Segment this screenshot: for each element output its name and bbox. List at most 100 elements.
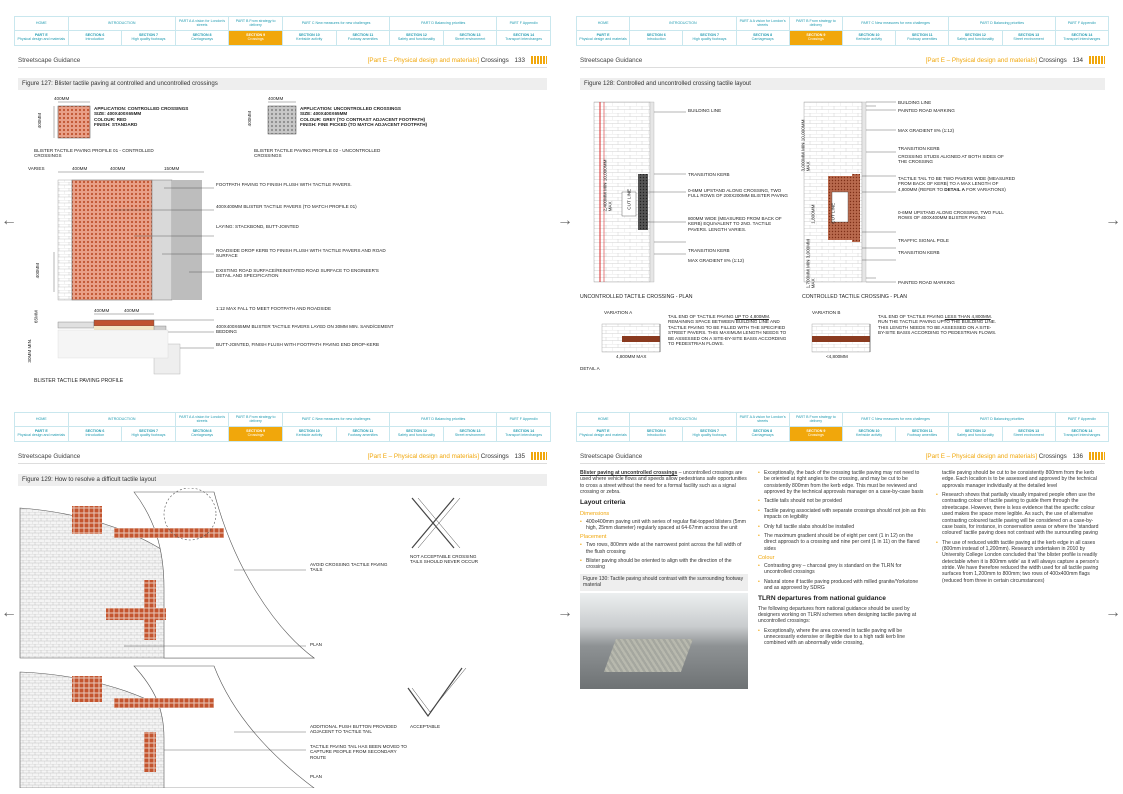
nav-home[interactable]: HOME: [14, 412, 69, 427]
nav-part-a[interactable]: PART A A vision for London's streets: [174, 16, 230, 31]
variation-b-text: TAIL END OF TACTILE PAVING LESS THAN 4,8…: [878, 314, 997, 336]
nav-part-f[interactable]: PART F Appendix: [496, 16, 551, 31]
text-column-1: Blister paving at uncontrolled crossings…: [580, 470, 748, 689]
variation-b-tail: [812, 336, 870, 342]
section-label: Crossings: [480, 453, 509, 460]
nav-part-c[interactable]: PART C New measures for new challenges: [841, 412, 950, 427]
list-item: 400x400mm paving unit with series of reg…: [580, 519, 748, 532]
nav-home[interactable]: HOME: [576, 412, 631, 427]
figure-title: Figure 128: Controlled and uncontrolled …: [580, 78, 1105, 90]
chevron-left-arrow-icon[interactable]: ←: [1, 604, 17, 621]
part-label: [Part E – Physical design and materials]: [925, 57, 1037, 64]
nav-part-b[interactable]: PART B From strategy to delivery: [228, 412, 283, 427]
tactile-tail-lower-2: [114, 698, 214, 708]
nav-introduction[interactable]: INTRODUCTION: [629, 412, 737, 427]
label-transition-kerb-2: TRANSITION KERB: [688, 248, 730, 253]
list-item: Natural stone if tactile paving produced…: [758, 579, 926, 592]
list-item: Exceptionally, where the area covered in…: [758, 628, 926, 647]
chevron-right-arrow-icon[interactable]: →: [557, 212, 573, 229]
dim-150: 150mm: [164, 166, 180, 171]
nav-home[interactable]: HOME: [576, 16, 631, 31]
variation-a-text: TAIL END OF TACTILE PAVING UP TO 4,800mm…: [668, 314, 787, 347]
nav-part-a[interactable]: PART A A vision for London's streets: [735, 412, 790, 427]
note-blister: 400x400mm BLISTER TACTILE PAVERS (TO MAT…: [216, 204, 357, 209]
nav-part-a[interactable]: PART A A vision for London's streets: [735, 16, 790, 31]
profile-02-caption: BLISTER TACTILE PAVING PROFILE 02 - UNCO…: [254, 148, 381, 159]
profile-01-caption: BLISTER TACTILE PAVING PROFILE 01 - CONT…: [34, 148, 154, 159]
nav-part-d[interactable]: PART D Balancing priorities: [389, 412, 498, 427]
chevron-right-arrow-icon[interactable]: →: [1105, 212, 1121, 229]
nav-part-c[interactable]: PART C New measures for new challenges: [281, 16, 391, 31]
dim-30: 30mm MIN.: [27, 338, 33, 363]
nav-part-d[interactable]: PART D Balancing priorities: [389, 16, 498, 31]
nav-home[interactable]: HOME: [14, 16, 69, 31]
nav-part-b[interactable]: PART B From strategy to delivery: [788, 412, 843, 427]
r-max-gradient: MAX GRADIENT 8% (1:12): [898, 128, 955, 133]
nav-part-b[interactable]: PART B From strategy to delivery: [788, 16, 843, 31]
section-label: Crossings: [1038, 453, 1067, 460]
page-marker-bars: [531, 56, 547, 64]
dim-left: 2,400mm MIN 10,000mm MAX: [602, 159, 613, 212]
nav-part-d[interactable]: PART D Balancing priorities: [948, 412, 1056, 427]
nav-introduction[interactable]: INTRODUCTION: [67, 412, 176, 427]
nav-part-c[interactable]: PART C New measures for new challenges: [281, 412, 391, 427]
chevron-left-arrow-icon[interactable]: ←: [1, 212, 17, 229]
chevron-right-arrow-icon[interactable]: →: [1105, 604, 1121, 621]
nav-introduction[interactable]: INTRODUCTION: [67, 16, 176, 31]
nav-part-d[interactable]: PART D Balancing priorities: [948, 16, 1056, 31]
tactile-paving-photo: [580, 592, 748, 689]
nav-part-f[interactable]: PART F Appendix: [496, 412, 551, 427]
chevron-right-arrow-icon[interactable]: →: [557, 604, 573, 621]
nav-part-c[interactable]: PART C New measures for new challenges: [841, 16, 950, 31]
page-number: 136: [1072, 453, 1083, 460]
nav-part-a[interactable]: PART A A vision for London's streets: [174, 412, 230, 427]
nav-part-f[interactable]: PART F Appendix: [1054, 412, 1109, 427]
note-road: EXISTING ROAD SURFACE/REINSTATED ROAD SU…: [216, 268, 379, 279]
tactile-tail-upper-2: [114, 528, 224, 538]
nav-part-f[interactable]: PART F Appendix: [1054, 16, 1109, 31]
nav-part-b[interactable]: PART B From strategy to delivery: [228, 16, 283, 31]
figure-title: Figure 127: Blister tactile paving at co…: [18, 78, 547, 90]
nav-introduction[interactable]: INTRODUCTION: [629, 16, 737, 31]
